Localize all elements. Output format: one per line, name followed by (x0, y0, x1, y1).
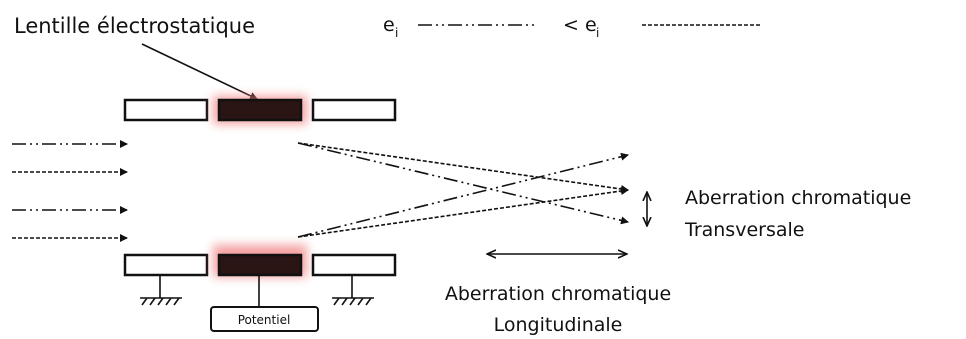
ground-left-icon (140, 275, 182, 306)
lens-pointer-arrow (141, 43, 258, 100)
potential-label: Potentiel (238, 313, 291, 327)
outgoing-beam-low-bottom (297, 187, 629, 238)
top-center-electrode (217, 98, 303, 122)
ground-right-icon (332, 275, 374, 306)
bottom-left-electrode (123, 253, 209, 277)
transverse-label-line1: Aberration chromatique (685, 187, 911, 209)
outgoing-beam-high-bottom (297, 152, 629, 238)
outgoing-beams (297, 142, 629, 238)
legend-high-energy-symbol: e (383, 14, 395, 36)
transverse-label-line2: Transversale (684, 219, 804, 241)
longitudinal-label-line1: Aberration chromatique (445, 283, 671, 305)
legend: e i < e i (383, 14, 760, 40)
lens-title-label: Lentille électrostatique (14, 14, 255, 38)
legend-low-energy-label: < e (563, 14, 597, 36)
longitudinal-label-line2: Longitudinale (494, 314, 623, 336)
top-electrodes (123, 96, 397, 124)
top-right-electrode (311, 98, 397, 122)
legend-high-energy-subscript: i (395, 26, 398, 40)
potential-box (210, 306, 319, 332)
legend-low-energy-subscript: i (596, 26, 599, 40)
outgoing-beam-high-top (297, 142, 629, 225)
incoming-beams (12, 140, 128, 242)
bottom-center-electrode (217, 253, 303, 277)
bottom-right-electrode (311, 253, 397, 277)
top-left-electrode (123, 98, 209, 122)
outgoing-beam-low-top (297, 142, 629, 193)
bottom-electrodes (123, 245, 397, 277)
